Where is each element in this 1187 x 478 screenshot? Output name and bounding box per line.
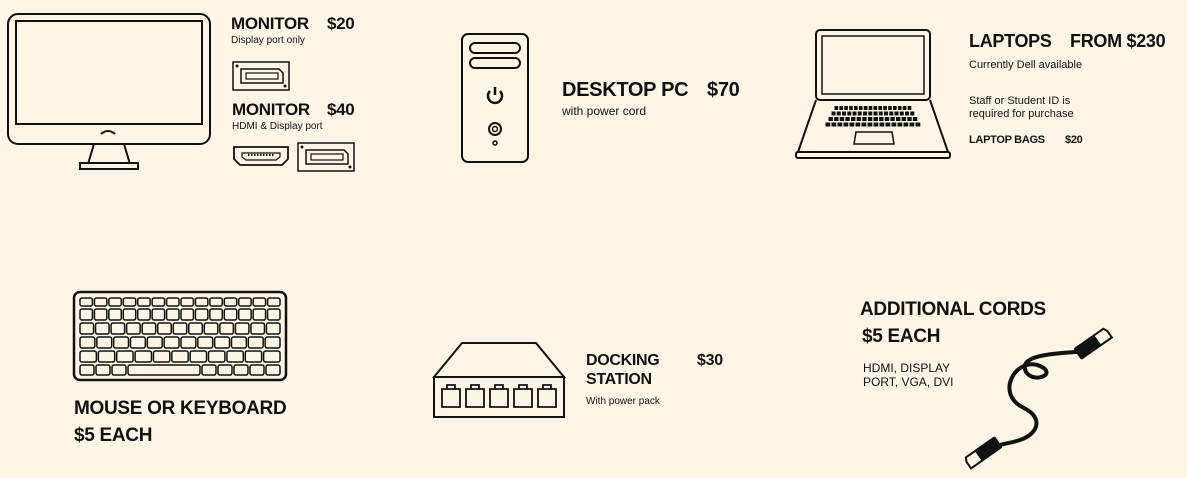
network-switch-icon [431,342,567,418]
dock-note: With power pack [586,396,660,407]
laptop-icon [795,29,951,159]
laptop-bags-label: LAPTOP BAGS [969,134,1045,146]
laptops-title: LAPTOPS [969,31,1052,51]
id-requirement: Staff or Student ID is [969,95,1071,107]
laptops-price: FROM $230 [1070,31,1166,51]
desktop-note: with power cord [562,104,647,118]
desktop-price: $70 [707,79,740,101]
monitor-icon [7,13,211,170]
cords-title: ADDITIONAL CORDS [860,299,1046,320]
monitor-title: MONITOR [232,100,310,119]
cord-types: HDMI, DISPLAY [863,361,951,375]
laptop-bags-price: $20 [1065,134,1083,146]
keyboard-icon [72,290,288,382]
displayport-icon [297,142,355,172]
dock-title: STATION [586,371,652,388]
monitor-port-note: Display port only [231,35,305,46]
peripherals-price: $5 EACH [74,425,153,446]
peripherals-title: MOUSE OR KEYBOARD [74,398,287,419]
desktop-title: DESKTOP PC [562,79,689,101]
displayport-icon [232,61,290,91]
laptops-availability: Currently Dell available [969,59,1083,71]
cord-types: PORT, VGA, DVI [863,375,954,389]
dock-price: $30 [697,352,723,369]
monitor-title: MONITOR [231,14,309,33]
monitor-port-note: HDMI & Display port [232,121,323,132]
desktop-tower-icon [461,33,529,163]
monitor-price: $40 [327,100,355,119]
cable-icon [964,327,1114,470]
cords-price: $5 EACH [862,326,941,347]
dock-title: DOCKING [586,352,660,369]
monitor-price: $20 [327,14,355,33]
hdmi-icon [233,146,289,166]
id-requirement: required for purchase [969,108,1074,120]
